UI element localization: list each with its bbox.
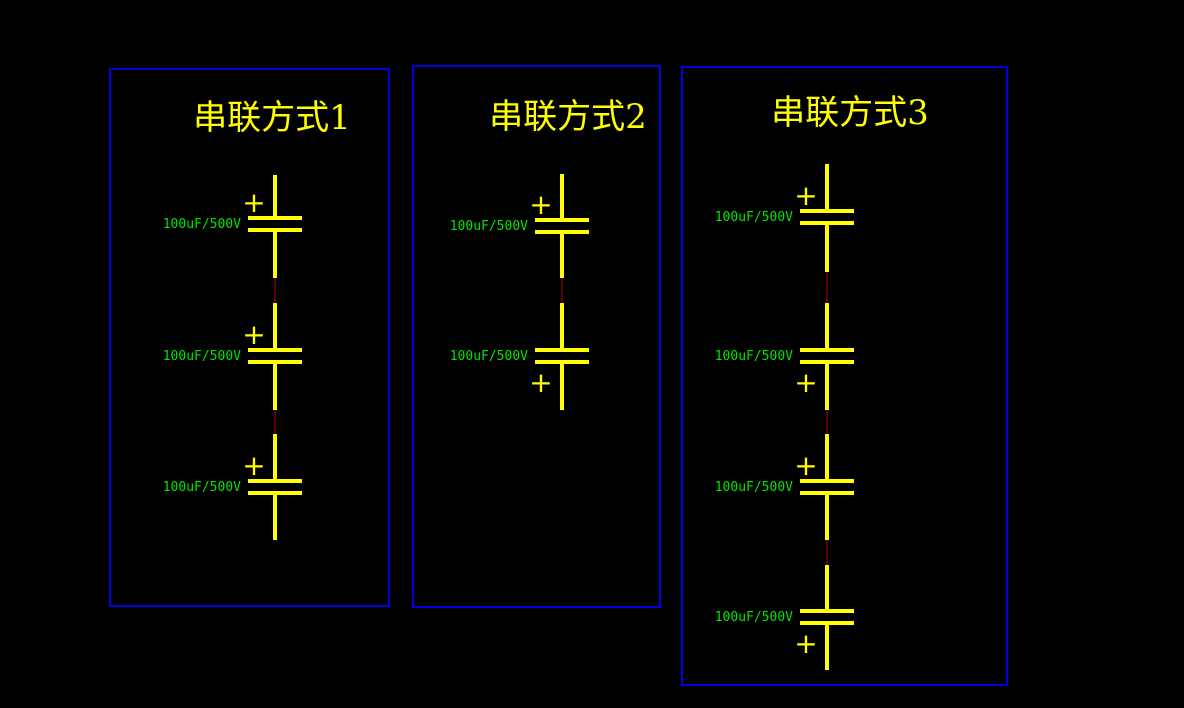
capacitor-value-label: 100uF/500V — [715, 480, 793, 495]
capacitor-value-label: 100uF/500V — [163, 349, 241, 364]
polarity-plus-sign: + — [242, 449, 265, 482]
polarity-plus-sign: + — [242, 186, 265, 219]
capacitor-group: 100uF/500V+ — [715, 434, 854, 540]
panel-3-border — [681, 66, 1008, 686]
capacitor-group: 100uF/500V+ — [450, 303, 589, 410]
capacitor-group: 100uF/500V+ — [715, 164, 854, 272]
polarity-plus-sign: + — [242, 318, 265, 351]
panel-3-title: 串联方式3 — [771, 93, 929, 133]
panel-2: 串联方式2 100uF/500V+ 100uF/500V+ — [412, 65, 661, 608]
panel-2-border — [412, 65, 661, 608]
capacitor-group: 100uF/500V+ — [715, 303, 854, 410]
capacitor-group: 100uF/500V+ — [163, 175, 302, 278]
capacitor-value-label: 100uF/500V — [715, 210, 793, 225]
capacitor-value-label: 100uF/500V — [715, 610, 793, 625]
capacitor-value-label: 100uF/500V — [163, 217, 241, 232]
capacitor-value-label: 100uF/500V — [450, 219, 528, 234]
panel-2-title: 串联方式2 — [489, 97, 647, 137]
capacitor-value-label: 100uF/500V — [163, 480, 241, 495]
capacitor-value-label: 100uF/500V — [715, 349, 793, 364]
capacitor-group: 100uF/500V+ — [450, 174, 589, 278]
panel-1-title: 串联方式1 — [193, 98, 351, 138]
polarity-plus-sign: + — [794, 179, 817, 212]
capacitor-group: 100uF/500V+ — [163, 303, 302, 410]
polarity-plus-sign: + — [529, 366, 552, 399]
capacitor-value-label: 100uF/500V — [450, 349, 528, 364]
capacitor-group: 100uF/500V+ — [163, 434, 302, 540]
polarity-plus-sign: + — [529, 188, 552, 221]
polarity-plus-sign: + — [794, 366, 817, 399]
panel-1-border — [109, 68, 390, 607]
panel-3: 串联方式3 100uF/500V+ 100uF/500V+ 100uF/500V… — [681, 66, 1008, 686]
polarity-plus-sign: + — [794, 627, 817, 660]
panel-1: 串联方式1 100uF/500V+ 100uF/500V+ 100uF/500V… — [109, 68, 390, 607]
capacitor-group: 100uF/500V+ — [715, 565, 854, 670]
polarity-plus-sign: + — [794, 449, 817, 482]
